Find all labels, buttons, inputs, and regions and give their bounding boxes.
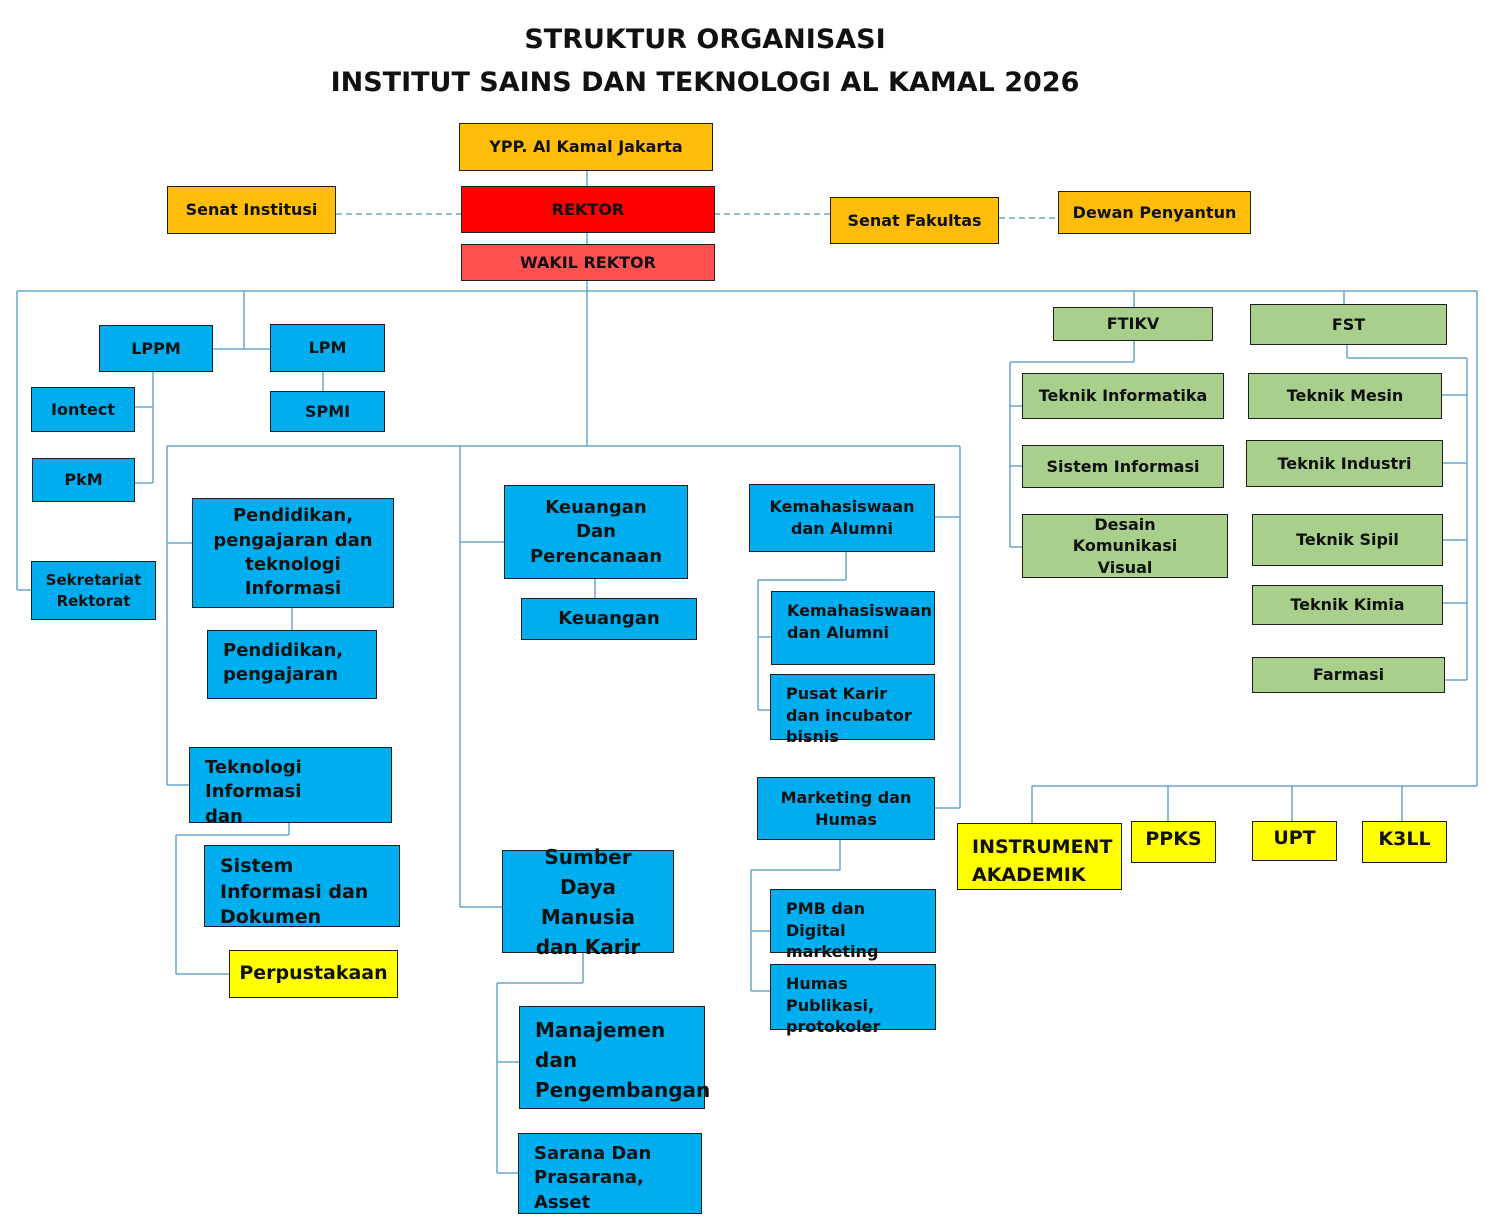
dewan-penyantun-box: Dewan Penyantun	[1058, 191, 1251, 234]
humas-publikasi-box: Humas Publikasi, protokoler	[770, 964, 936, 1036]
lpm-box: LPM	[270, 324, 385, 372]
ftikv-box: FTIKV	[1053, 307, 1213, 341]
fst-box: FST	[1250, 304, 1447, 345]
manajemen-pengembangan-box: Manajemen dan Pengembangan	[519, 1006, 710, 1109]
chart-title-line1: STRUKTUR ORGANISASI	[524, 24, 886, 55]
ypp-box: YPP. Al Kamal Jakarta	[459, 123, 713, 171]
spmi-box: SPMI	[270, 391, 385, 432]
marketing-humas-box: Marketing dan Humas	[757, 777, 935, 840]
sekretariat-rektorat-box: Sekretariat Rektorat	[31, 561, 156, 620]
program-dkv: Desain Komunikasi Visual	[1022, 514, 1228, 578]
pkm-box: PkM	[32, 458, 135, 502]
pendidikan-pengajaran-box: Pendidikan, pengajaran	[207, 630, 377, 699]
senat-fakultas-box: Senat Fakultas	[830, 197, 999, 244]
upt-box: UPT	[1252, 821, 1337, 861]
program-teknik-informatika: Teknik Informatika	[1022, 373, 1224, 419]
kemahasiswaan-head-box: Kemahasiswaan dan Alumni	[749, 484, 935, 552]
iontect-box: Iontect	[31, 387, 135, 432]
keuangan-box: Keuangan	[521, 598, 697, 640]
program-farmasi: Farmasi	[1252, 657, 1445, 693]
program-teknik-kimia: Teknik Kimia	[1252, 585, 1443, 625]
pusat-karir-box: Pusat Karir dan incubator bisnis	[770, 674, 935, 746]
senat-institusi-box: Senat Institusi	[167, 186, 336, 234]
pmb-digital-box: PMB dan Digital marketing	[770, 889, 936, 961]
wakil-rektor-box: WAKIL REKTOR	[461, 244, 715, 281]
chart-title-line2: INSTITUT SAINS DAN TEKNOLOGI AL KAMAL 20…	[330, 67, 1080, 98]
ppks-box: PPKS	[1131, 821, 1216, 863]
lppm-box: LPPM	[99, 325, 213, 372]
sarana-prasarana-box: Sarana Dan Prasarana, Asset	[518, 1133, 702, 1214]
program-teknik-mesin: Teknik Mesin	[1248, 373, 1442, 419]
rektor-box: REKTOR	[461, 186, 715, 233]
instrument-akademik-box: INSTRUMENT AKADEMIK	[957, 823, 1122, 890]
program-teknik-sipil: Teknik Sipil	[1252, 514, 1443, 566]
k3ll-box: K3LL	[1362, 821, 1447, 863]
perpustakaan-box: Perpustakaan	[229, 950, 398, 998]
program-teknik-industri: Teknik Industri	[1246, 440, 1443, 487]
keuangan-perencanaan-box: Keuangan Dan Perencanaan	[504, 485, 688, 579]
program-sistem-informasi: Sistem Informasi	[1022, 445, 1224, 488]
kemahasiswaan-alumni-box: Kemahasiswaan dan Alumni	[771, 591, 935, 665]
teknologi-informasi-box: Teknologi Informasi dan	[189, 747, 392, 827]
sdm-karir-box: Sumber Daya Manusia dan Karir	[502, 845, 674, 959]
pendidikan-tik-box: Pendidikan, pengajaran dan teknologi Inf…	[192, 498, 394, 608]
sistem-informasi-dokumen-box: Sistem Informasi dan Dokumen	[204, 845, 400, 928]
